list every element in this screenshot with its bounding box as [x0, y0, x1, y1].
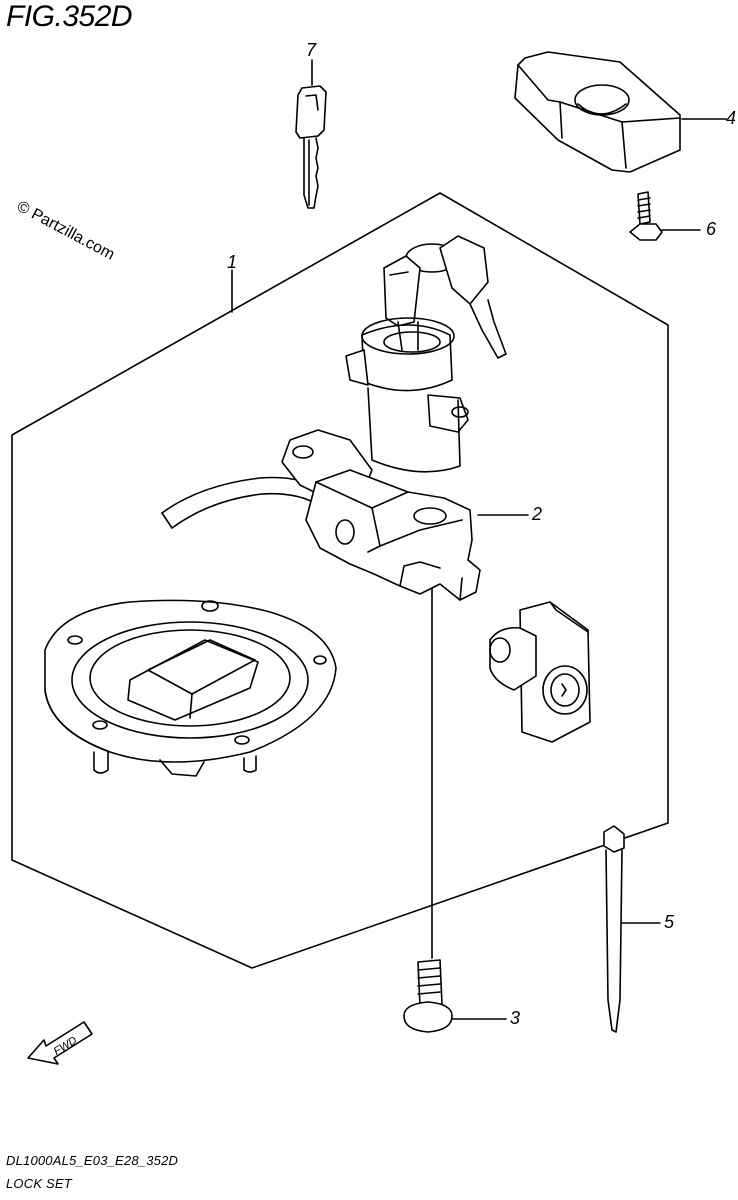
callout-6: 6 — [706, 219, 717, 239]
seat-lock-cylinder — [489, 601, 591, 743]
cap-part-4 — [514, 51, 727, 173]
lock-set-boundary — [11, 192, 669, 969]
callout-5: 5 — [664, 912, 675, 932]
footer-name: LOCK SET — [6, 1176, 72, 1191]
callout-2: 2 — [532, 504, 543, 524]
fwd-arrow-icon: FWD — [27, 1021, 93, 1065]
callout-1: 1 — [227, 252, 238, 272]
figure-title: FIG.352D — [6, 0, 133, 33]
callout-7: 7 — [306, 40, 317, 60]
callout-3: 3 — [510, 1008, 521, 1028]
footer-code: DL1000AL5_E03_E28_352D — [6, 1153, 179, 1168]
ignition-switch-part-2 — [161, 235, 529, 601]
key-part-7 — [295, 59, 327, 209]
fuel-cap-ring — [44, 599, 337, 777]
callout-4: 4 — [726, 108, 737, 128]
cable-tie-part-5 — [603, 825, 661, 1033]
bolt-part-6 — [629, 191, 701, 241]
screw-part-3 — [403, 959, 507, 1033]
